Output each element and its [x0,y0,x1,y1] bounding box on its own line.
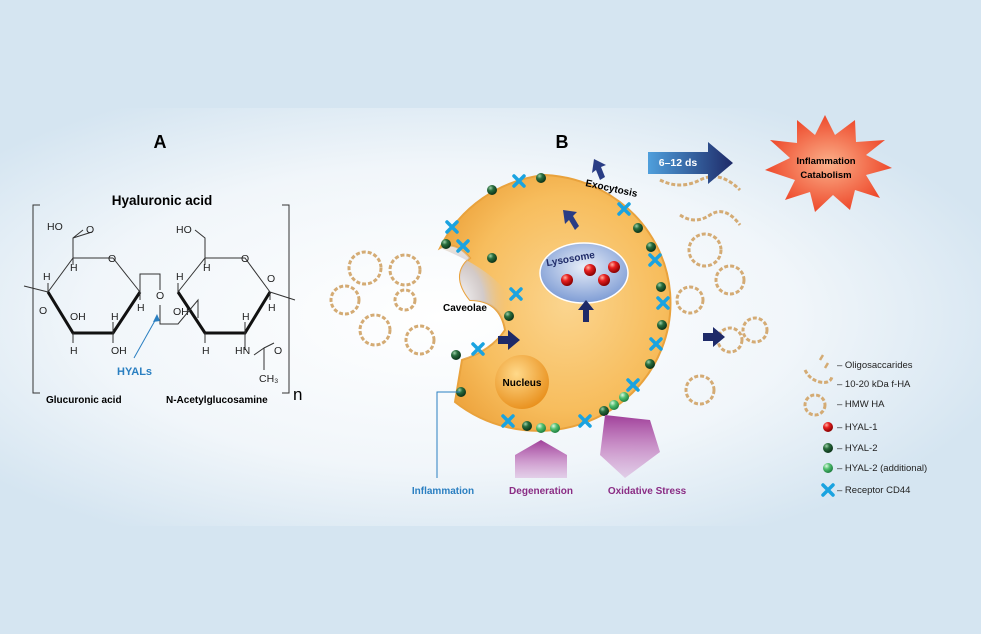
legend-oligosaccharides: – Oligosaccarides [818,354,913,371]
caveolae-label: Caveolae [443,303,487,314]
svg-text:O: O [156,290,164,302]
inflammation-label: Inflammation [412,486,474,497]
time-arrow-label: 6–12 ds [659,157,698,169]
legend-hyal-2-additional: – HYAL-2 (additional) [823,463,927,474]
svg-text:– HYAL-2 (additional): – HYAL-2 (additional) [837,463,927,474]
hmw-ha-icon [803,393,827,417]
svg-text:H: H [70,262,78,274]
structure-title: Hyaluronic acid [112,193,213,208]
svg-text:– Oligosaccarides: – Oligosaccarides [837,360,913,371]
oxidative-stress-shape [600,415,660,478]
oxidative-stress-label: Oxidative Stress [608,486,687,497]
light-green-sphere-icon [823,463,833,473]
red-sphere-icon [823,422,833,432]
svg-text:HN: HN [235,345,250,357]
hyal-1-spheres [561,261,620,286]
svg-text:– Receptor CD44: – Receptor CD44 [837,485,910,496]
legend-hmw-ha: – HMW HA [803,393,885,417]
inflammation-connector [436,391,460,478]
svg-text:H: H [43,271,51,283]
svg-text:H: H [176,271,184,283]
caveolae-region [440,245,520,360]
svg-text:H: H [268,302,276,314]
right-bracket [282,204,290,394]
svg-text:HO: HO [176,224,192,236]
svg-text:H: H [111,311,119,323]
repeat-n-label: n [293,385,302,404]
svg-text:O: O [39,305,47,317]
legend-hyal-1: – HYAL-1 [823,422,877,433]
transport-arrows [498,159,725,350]
glucuronic-ring [23,229,161,343]
legend-hyal-2: – HYAL-2 [823,443,877,454]
legend-fha: – 10-20 kDa f-HA [803,369,911,390]
degeneration-shape [515,440,567,478]
svg-text:O: O [86,224,94,236]
left-bracket [32,204,40,394]
svg-text:– 10-20 kDa f-HA: – 10-20 kDa f-HA [837,379,911,390]
glucuronic-acid-label: Glucuronic acid [46,395,122,406]
membrane-proteins [441,173,670,433]
fha-icon [803,369,834,384]
svg-text:H: H [203,262,211,274]
svg-text:– HMW HA: – HMW HA [837,399,885,410]
svg-text:H: H [242,311,250,323]
panel-a: A Hyaluronic acid HO O O H H O OH H [23,132,302,406]
inflammation-burst: Inflammation Catabolism [765,115,892,212]
legend: – Oligosaccarides – 10-20 kDa f-HA – HMW… [803,354,927,497]
burst-line-1: Inflammation [796,156,855,167]
svg-text:O: O [108,253,116,265]
nucleus [495,355,549,409]
panel-b: B Caveolae Nucleus Lysosome [329,115,892,497]
oligosaccharide-icon [818,354,830,369]
svg-text:H: H [70,345,78,357]
hyals-label: HYALs [117,366,152,378]
burst-line-2: Catabolism [800,170,851,181]
svg-text:CH₃: CH₃ [259,373,278,385]
svg-text:– HYAL-2: – HYAL-2 [837,443,877,454]
nucleus-label: Nucleus [503,378,542,389]
time-arrow: 6–12 ds [648,142,733,184]
acetylglucosamine-label: N-Acetylglucosamine [166,395,268,406]
svg-text:– HYAL-1: – HYAL-1 [837,422,877,433]
triggers: Inflammation Degeneration Oxidative Stre… [412,391,687,497]
hyals-cleavage-arrow [133,316,158,359]
svg-text:H: H [137,302,145,314]
svg-text:O: O [241,253,249,265]
legend-cd44: – Receptor CD44 [821,483,910,497]
dark-green-sphere-icon [823,443,833,453]
svg-text:O: O [274,345,282,357]
acetylglucosamine-ring [159,229,296,370]
svg-text:H: H [202,345,210,357]
panel-a-label: A [154,132,167,152]
svg-text:HO: HO [47,221,63,233]
svg-text:O: O [267,273,275,285]
degeneration-label: Degeneration [509,486,573,497]
svg-text:OH: OH [173,306,189,318]
svg-text:OH: OH [70,311,86,323]
atom-labels: HO O O H H O OH H H OH H O HO O H H OH H… [39,221,282,385]
svg-text:OH: OH [111,345,127,357]
arrowhead-icon [153,314,160,322]
panel-b-label: B [556,132,569,152]
